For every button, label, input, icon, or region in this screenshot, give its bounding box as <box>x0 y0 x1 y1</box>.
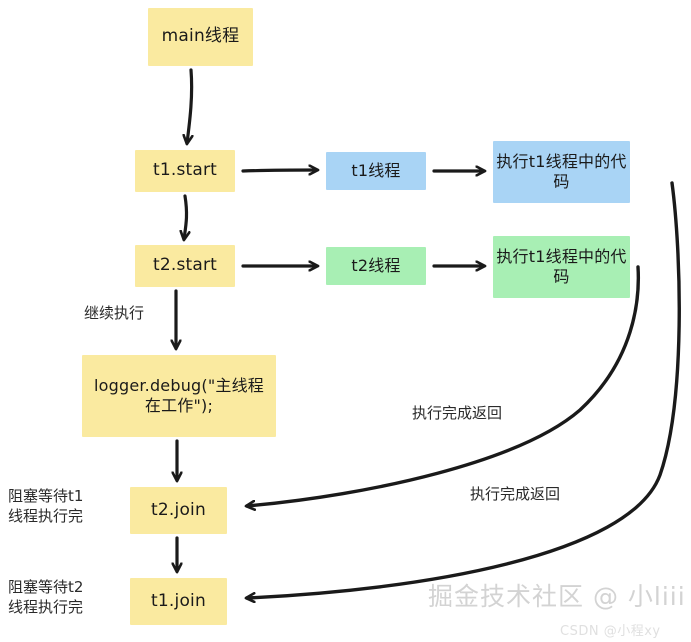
node-t1-start-label: t1.start <box>152 160 218 181</box>
node-t2-start-label: t2.start <box>152 255 218 276</box>
caption-return-done-lower: 执行完成返回 <box>470 485 561 503</box>
node-logger-debug-label: logger.debug("主线程在工作"); <box>93 375 265 415</box>
node-t1-join[interactable]: t1.join <box>130 578 227 625</box>
node-t2-thread-label: t2线程 <box>351 255 401 275</box>
node-t2-thread[interactable]: t2线程 <box>326 247 426 285</box>
node-t1-join-label: t1.join <box>151 590 206 611</box>
edge-t1start-to-t2start <box>184 194 187 239</box>
watermark-secondary: CSDN @小程xy <box>560 624 661 639</box>
node-t2-start[interactable]: t2.start <box>135 245 235 287</box>
node-t2-join-label: t2.join <box>151 499 206 520</box>
caption-block-wait-t1: 阻塞等待t1 线程执行完 <box>8 487 84 526</box>
edge-main-to-t1start <box>187 68 192 143</box>
node-t2-join[interactable]: t2.join <box>130 487 227 534</box>
node-t1-code-label: 执行t1线程中的代码 <box>496 151 627 191</box>
caption-block-wait-t2: 阻塞等待t2 线程执行完 <box>8 578 84 617</box>
caption-continue-exec: 继续执行 <box>84 304 145 322</box>
node-logger-debug[interactable]: logger.debug("主线程在工作"); <box>82 355 276 437</box>
node-t2-code-label: 执行t1线程中的代码 <box>496 246 627 286</box>
edge-t1start-to-t1thread <box>241 170 317 171</box>
node-t2-code[interactable]: 执行t1线程中的代码 <box>493 236 630 298</box>
node-t1-thread[interactable]: t1线程 <box>326 152 426 190</box>
caption-return-done-upper: 执行完成返回 <box>412 404 503 422</box>
node-t1-code[interactable]: 执行t1线程中的代码 <box>493 141 630 203</box>
edge-t2code-to-t2join <box>247 265 641 506</box>
node-main-thread-label: main线程 <box>161 26 240 47</box>
node-t1-thread-label: t1线程 <box>351 160 401 180</box>
node-t1-start[interactable]: t1.start <box>135 150 235 192</box>
watermark-primary: 掘金技术社区 @ 小liii <box>428 582 686 611</box>
node-main-thread[interactable]: main线程 <box>148 8 253 66</box>
